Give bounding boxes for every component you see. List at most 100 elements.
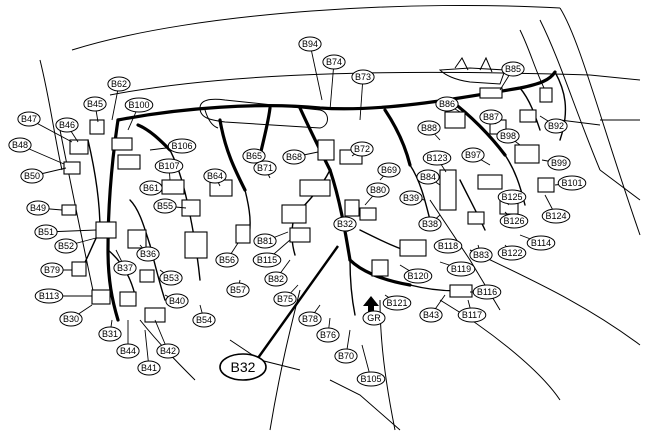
label-b116: B116 (472, 284, 502, 300)
label-text-b76: B76 (320, 330, 336, 340)
label-text-b44: B44 (120, 346, 136, 356)
label-b44: B44 (116, 343, 140, 359)
label-b114: B114 (526, 235, 556, 251)
label-text-b113: B113 (39, 291, 59, 301)
label-b122: B122 (497, 245, 527, 261)
label-text-b88: B88 (421, 123, 437, 133)
label-text-b100: B100 (128, 100, 149, 110)
label-b121: B121 (382, 295, 412, 311)
label-b105: B105 (356, 371, 386, 387)
label-b92: B92 (544, 118, 568, 134)
label-b107: B107 (154, 158, 184, 174)
label-b68: B68 (282, 149, 306, 165)
label-text-b117: B117 (462, 310, 482, 320)
label-text-b53: B53 (163, 273, 179, 283)
label-text-b115: B115 (257, 255, 277, 265)
label-text-b121: B121 (386, 298, 407, 308)
label-b101: B101 (557, 175, 587, 191)
callout-b32-text: B32 (231, 359, 256, 375)
label-text-b32: B32 (337, 219, 353, 229)
label-text-b116: B116 (477, 287, 497, 297)
label-text-b73: B73 (355, 72, 371, 82)
label-text-b42: B42 (160, 346, 176, 356)
label-b72: B72 (350, 141, 374, 157)
label-text-b83: B83 (473, 250, 489, 260)
label-b85: B85 (501, 61, 525, 77)
gr-label-text: GR (367, 313, 381, 323)
label-b113: B113 (34, 288, 64, 304)
label-b30: B30 (59, 311, 83, 327)
label-b46: B46 (55, 117, 79, 133)
label-text-b38: B38 (422, 219, 438, 229)
label-text-b120: B120 (407, 271, 428, 281)
label-b54: B54 (192, 312, 216, 328)
label-text-b43: B43 (423, 310, 439, 320)
label-b48: B48 (8, 137, 32, 153)
label-b120: B120 (403, 268, 433, 284)
label-b71: B71 (253, 160, 277, 176)
label-b74: B74 (322, 54, 346, 70)
label-b31: B31 (98, 326, 122, 342)
label-b56: B56 (215, 252, 239, 268)
label-b70: B70 (334, 348, 358, 364)
label-text-b39: B39 (403, 193, 419, 203)
label-text-b55: B55 (157, 201, 173, 211)
label-text-b54: B54 (196, 315, 212, 325)
label-text-b94: B94 (302, 39, 318, 49)
label-b123: B123 (422, 150, 452, 166)
label-b62: B62 (107, 76, 131, 92)
label-text-b31: B31 (102, 329, 118, 339)
label-b81: B81 (253, 233, 277, 249)
label-text-b80: B80 (370, 185, 386, 195)
label-b124: B124 (541, 208, 571, 224)
label-text-b51: B51 (38, 227, 54, 237)
label-text-b86: B86 (439, 99, 455, 109)
label-text-b87: B87 (483, 112, 499, 122)
callout-line (257, 245, 339, 359)
label-text-b107: B107 (158, 161, 179, 171)
label-b82: B82 (264, 271, 288, 287)
label-b43: B43 (419, 307, 443, 323)
label-text-b36: B36 (140, 249, 156, 259)
label-text-b52: B52 (58, 241, 74, 251)
label-text-b68: B68 (286, 152, 302, 162)
label-text-b84: B84 (420, 172, 436, 182)
label-b119: B119 (446, 261, 476, 277)
label-b125: B125 (497, 189, 527, 205)
label-text-b50: B50 (24, 171, 40, 181)
label-b47: B47 (17, 111, 41, 127)
label-b61: B61 (139, 180, 163, 196)
label-b126: B126 (499, 213, 529, 229)
label-b65: B65 (242, 148, 266, 164)
label-b97: B97 (461, 147, 485, 163)
label-text-b78: B78 (302, 314, 318, 324)
label-b38: B38 (418, 216, 442, 232)
label-b49: B49 (26, 200, 50, 216)
label-b39: B39 (399, 190, 423, 206)
label-text-b125: B125 (501, 192, 522, 202)
label-b99: B99 (547, 155, 571, 171)
leader-b74 (329, 61, 335, 111)
label-text-b114: B114 (531, 238, 551, 248)
label-text-b40: B40 (169, 296, 185, 306)
label-text-b124: B124 (545, 211, 566, 221)
label-b88: B88 (417, 120, 441, 136)
label-text-b97: B97 (465, 150, 481, 160)
label-b52: B52 (54, 238, 78, 254)
label-text-b49: B49 (30, 203, 46, 213)
label-text-b46: B46 (59, 120, 75, 130)
gr-label: GR (362, 310, 386, 326)
label-b76: B76 (316, 327, 340, 343)
label-text-b105: B105 (360, 374, 381, 384)
label-text-b37: B37 (117, 263, 133, 273)
label-b37: B37 (113, 260, 137, 276)
label-b55: B55 (153, 198, 177, 214)
label-b69: B69 (377, 162, 401, 178)
label-text-b30: B30 (63, 314, 79, 324)
label-text-b79: B79 (44, 265, 60, 275)
label-b73: B73 (351, 69, 375, 85)
label-b118: B118 (433, 238, 463, 254)
label-text-b62: B62 (111, 79, 127, 89)
